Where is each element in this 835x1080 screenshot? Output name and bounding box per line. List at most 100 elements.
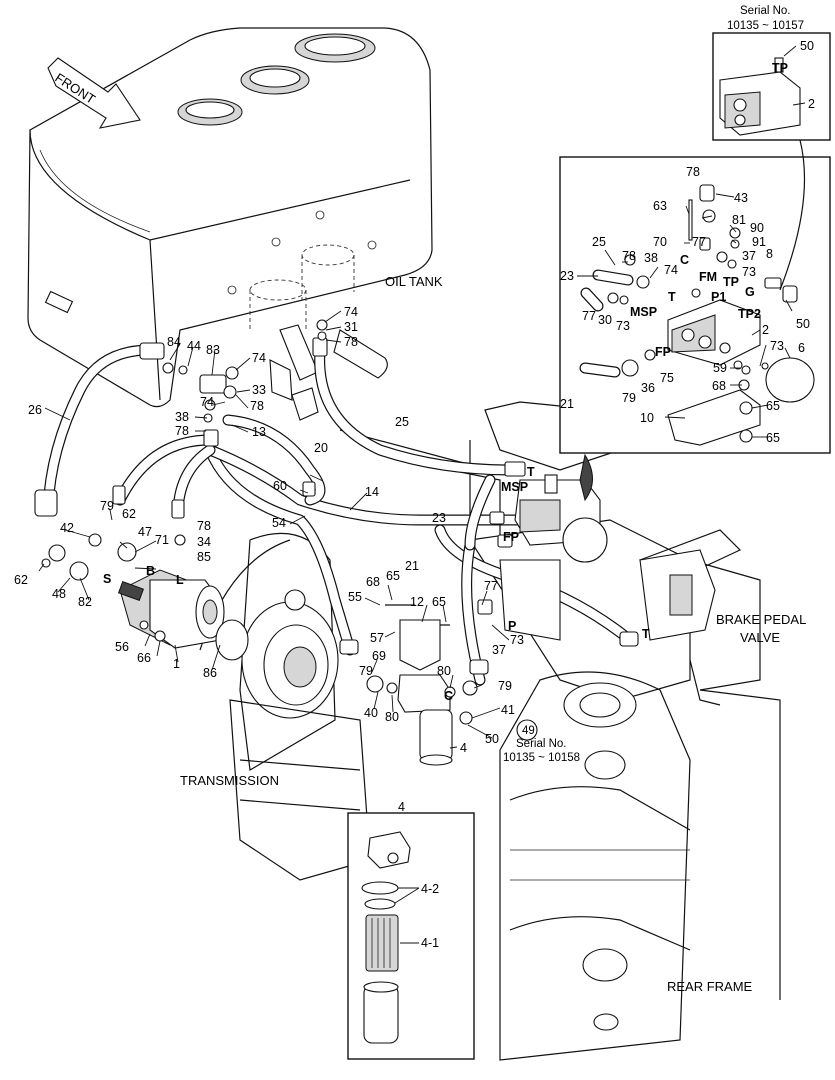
callout-12: 12: [410, 595, 424, 609]
callout-36: 36: [641, 381, 655, 395]
callout-50: 50: [800, 39, 814, 53]
serial-notes: Serial No. 10135 ~ 10157 49 Serial No. 1…: [503, 5, 804, 764]
inset-filter: [347, 812, 475, 1060]
callout-65: 65: [432, 595, 446, 609]
callout-1: 1: [173, 657, 180, 671]
callout-62: 62: [14, 573, 28, 587]
callout-37: 37: [742, 249, 756, 263]
callout-30: 30: [598, 313, 612, 327]
port-c-filter: C: [444, 689, 453, 703]
callout-8: 8: [766, 247, 773, 261]
callout-40: 40: [364, 706, 378, 720]
callout-50: 50: [485, 732, 499, 746]
rear-frame-label: REAR FRAME: [667, 979, 753, 994]
callout-75: 75: [660, 371, 674, 385]
port-b: B: [146, 564, 155, 578]
callout-6: 6: [798, 341, 805, 355]
callout-74: 74: [664, 263, 678, 277]
callout-4-1: 4-1: [421, 936, 439, 950]
serial-top-range: 10135 ~ 10157: [727, 20, 804, 32]
callout-56: 56: [115, 640, 129, 654]
callout-4: 4: [460, 741, 467, 755]
callout-79: 79: [622, 391, 636, 405]
port-t: T: [668, 290, 676, 304]
inset-pointer-main: [579, 453, 593, 502]
callout-79: 79: [359, 664, 373, 678]
oil-tank-label: OIL TANK: [385, 274, 443, 289]
port-p: P: [508, 619, 516, 633]
callout-2: 2: [808, 97, 815, 111]
callout-47: 47: [138, 525, 152, 539]
callout-78: 78: [622, 249, 636, 263]
return-filter: [366, 604, 478, 766]
callout-77: 77: [692, 235, 706, 249]
callout-38: 38: [175, 410, 189, 424]
callout-25: 25: [395, 415, 409, 429]
callout-78: 78: [175, 424, 189, 438]
callout-74: 74: [344, 305, 358, 319]
callout-23: 23: [560, 269, 574, 283]
port-fp: FP: [503, 530, 519, 544]
callout-74: 74: [200, 395, 214, 409]
callout-68: 68: [366, 575, 380, 589]
callout-10: 10: [640, 411, 654, 425]
callout-78: 78: [344, 335, 358, 349]
callout-48: 48: [52, 587, 66, 601]
hose-fittings: [34, 337, 639, 675]
brake-pedal-label-1: BRAKE PEDAL: [716, 612, 806, 627]
port-p1: P1: [711, 290, 726, 304]
port-tp: TP: [723, 275, 739, 289]
callout-78: 78: [250, 399, 264, 413]
callout-70: 70: [653, 235, 667, 249]
hydraulic-pump: [41, 533, 249, 661]
callout-80: 80: [437, 664, 451, 678]
callout-26: 26: [28, 403, 42, 417]
brake-pedal-valve: [639, 549, 721, 706]
callout-77: 77: [582, 309, 596, 323]
inset-brake-valve: [559, 156, 831, 454]
callout-54: 54: [272, 516, 286, 530]
serial-top-title: Serial No.: [740, 5, 791, 17]
callout-57: 57: [370, 631, 384, 645]
callout-43: 43: [734, 191, 748, 205]
callout-73: 73: [510, 633, 524, 647]
callout-73: 73: [770, 339, 784, 353]
callout-83: 83: [206, 343, 220, 357]
callout-81: 81: [732, 213, 746, 227]
callout-90: 90: [750, 221, 764, 235]
callout-42: 42: [60, 521, 74, 535]
callout-68: 68: [712, 379, 726, 393]
callout-25: 25: [592, 235, 606, 249]
callout-33: 33: [252, 383, 266, 397]
callout-65: 65: [766, 431, 780, 445]
serial-filter-title: Serial No.: [516, 738, 567, 750]
port-t-brake: T: [642, 627, 650, 641]
serial-filter-range: 10135 ~ 10158: [503, 752, 580, 764]
callout-66: 66: [137, 651, 151, 665]
callout-21: 21: [405, 559, 419, 573]
transmission: [199, 532, 371, 881]
callout-14: 14: [365, 485, 379, 499]
callout-78: 78: [197, 519, 211, 533]
port-fm: FM: [699, 270, 717, 284]
callout-62: 62: [122, 507, 136, 521]
callout-65: 65: [766, 399, 780, 413]
ref-49-circle: [516, 719, 538, 741]
callout-44: 44: [187, 339, 201, 353]
callout-34: 34: [197, 535, 211, 549]
callout-74: 74: [252, 351, 266, 365]
port-tp: TP: [772, 61, 788, 75]
port-letters: TP FM TP P1 G TP2 T MSP FP C T MSP FP P …: [103, 61, 788, 703]
callout-77: 77: [484, 579, 498, 593]
callout-2: 2: [762, 323, 769, 337]
callout-41: 41: [501, 703, 515, 717]
inset-serial-valve: [712, 32, 831, 141]
port-msp: MSP: [501, 480, 528, 494]
callout-85: 85: [197, 550, 211, 564]
port-l: L: [176, 573, 184, 587]
brake-pedal-label-2: VALVE: [740, 630, 780, 645]
leader-lines: [38, 45, 806, 944]
callout-65: 65: [386, 569, 400, 583]
callout-numbers: 50 2 78 43 63 81 90 70 77 91 25 78 37 8 …: [14, 39, 815, 755]
port-msp: MSP: [630, 305, 657, 319]
